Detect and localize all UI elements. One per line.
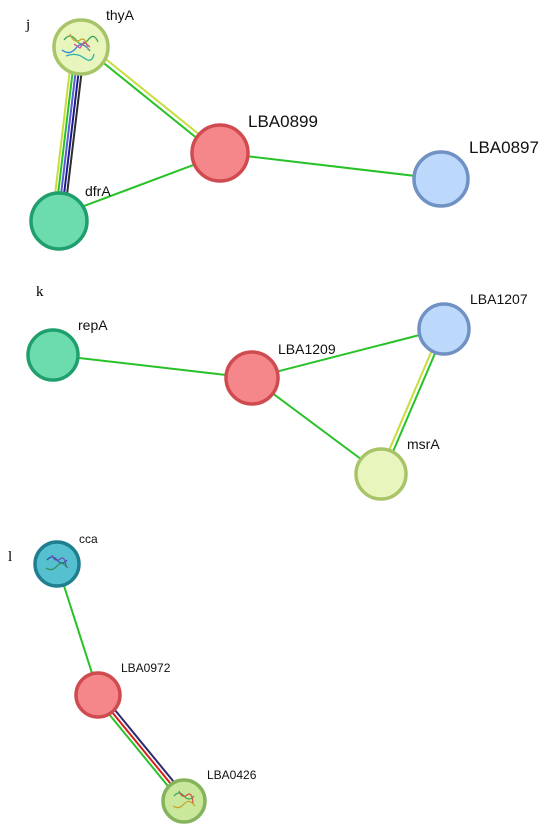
node-cca[interactable] [33, 540, 81, 588]
node-LBA0426[interactable] [161, 778, 207, 824]
node-LBA1209[interactable] [224, 350, 280, 406]
label-repA: repA [78, 317, 108, 333]
label-LBA1207: LBA1207 [470, 291, 528, 307]
node-LBA0897[interactable] [412, 150, 470, 208]
node-LBA1207[interactable] [417, 302, 471, 356]
protein-structure-icon [45, 554, 69, 571]
panel-letter-l: l [8, 549, 12, 565]
label-LBA0426: LBA0426 [207, 768, 257, 782]
protein-structure-icon [172, 790, 196, 809]
edge-LBA1209-LBA1207[interactable] [251, 328, 444, 379]
node-msrA[interactable] [354, 447, 408, 501]
node-LBA0972[interactable] [74, 671, 122, 719]
node-LBA0899[interactable] [190, 123, 250, 183]
label-LBA0972: LBA0972 [121, 661, 171, 675]
panel-k: k repA LBA1209 LBA1207 msrA [26, 284, 528, 501]
node-thyA[interactable] [52, 18, 110, 76]
edge-thyA-LBA0899[interactable] [94, 51, 217, 153]
edge-thyA-dfrA[interactable] [53, 51, 85, 204]
panel-letter-j: j [25, 17, 30, 33]
node-dfrA[interactable] [29, 191, 89, 251]
edge-LBA0899-LBA0897[interactable] [219, 152, 442, 180]
label-cca: cca [79, 532, 98, 546]
panel-j: j thyA LBA0899 [25, 7, 539, 251]
label-LBA1209: LBA1209 [278, 341, 336, 357]
panel-l: l cca LBA0972 LBA [8, 532, 257, 824]
protein-structure-icon [61, 33, 99, 61]
label-thyA: thyA [106, 7, 135, 23]
label-LBA0899: LBA0899 [248, 112, 318, 131]
panel-letter-k: k [36, 284, 44, 300]
label-dfrA: dfrA [85, 183, 111, 199]
label-LBA0897: LBA0897 [469, 138, 539, 157]
label-msrA: msrA [407, 436, 440, 452]
edge-repA-LBA1209[interactable] [52, 354, 253, 379]
node-repA[interactable] [26, 328, 80, 382]
